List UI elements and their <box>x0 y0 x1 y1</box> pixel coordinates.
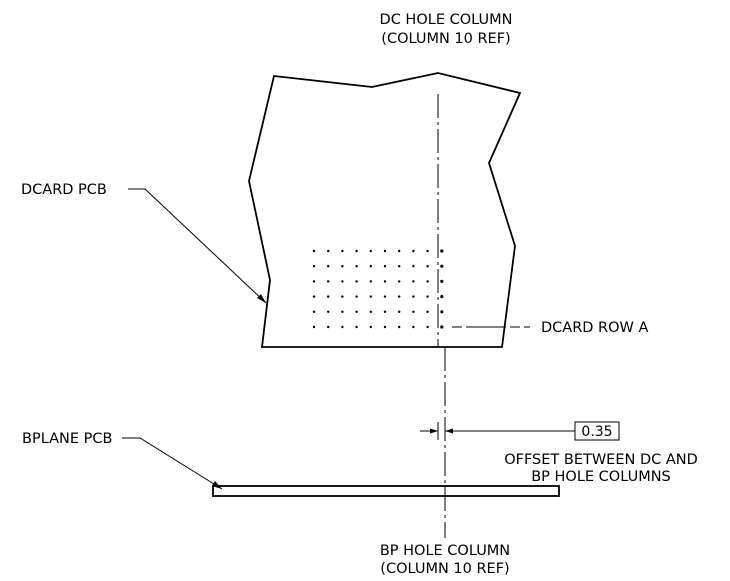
dcard-pcb-outline <box>248 72 522 348</box>
dcard-hole <box>412 265 415 268</box>
dcard-hole <box>312 280 316 283</box>
dc-hole-column-ref-label: (COLUMN 10 REF) <box>381 31 510 47</box>
dcard-hole <box>327 325 330 329</box>
dcard-hole <box>412 310 415 313</box>
dcard-hole <box>412 325 415 329</box>
bplane-pcb-label: BPLANE PCB <box>22 431 112 447</box>
offset-dimension <box>420 422 575 440</box>
bplane-pcb-leader <box>122 437 223 490</box>
dcard-hole <box>341 249 344 253</box>
dcard-row-a-label: DCARD ROW A <box>541 320 648 336</box>
dcard-hole <box>412 280 415 283</box>
dc-hole-column-label: DC HOLE COLUMN <box>380 12 513 28</box>
dcard-hole <box>369 325 372 329</box>
dcard-hole <box>398 280 401 283</box>
offset-description-line1: OFFSET BETWEEN DC AND <box>504 452 698 468</box>
dcard-hole <box>327 310 330 313</box>
dcard-hole <box>426 280 429 283</box>
dcard-hole <box>398 249 401 253</box>
dcard-hole <box>355 280 358 283</box>
dcard-hole <box>398 325 401 329</box>
dcard-hole <box>412 249 415 253</box>
dcard-hole <box>383 310 387 313</box>
dcard-hole-grid <box>312 249 444 329</box>
dcard-hole <box>426 295 429 298</box>
bplane-pcb-leader-arrowhead <box>212 481 222 489</box>
dcard-hole <box>440 295 444 299</box>
dcard-hole <box>383 325 387 329</box>
bplane-pcb-outline <box>212 485 560 497</box>
dcard-hole <box>383 295 387 298</box>
dcard-hole <box>341 310 344 313</box>
dcard-hole <box>440 264 444 268</box>
dcard-hole <box>426 249 429 253</box>
dcard-hole <box>383 280 387 283</box>
dcard-hole <box>312 325 316 329</box>
dcard-hole <box>383 265 387 268</box>
offset-value: 0.35 <box>581 424 612 440</box>
dcard-hole <box>312 295 316 298</box>
dcard-hole <box>426 265 429 268</box>
dcard-hole <box>369 265 372 268</box>
dcard-hole <box>369 280 372 283</box>
dcard-hole <box>355 310 358 313</box>
dcard-hole <box>355 249 358 253</box>
bp-hole-column-label: BP HOLE COLUMN <box>380 543 510 559</box>
dcard-hole <box>312 249 316 253</box>
dcard-hole <box>412 295 415 298</box>
dcard-hole <box>398 310 401 313</box>
dcard-pcb-leader-arrowhead <box>257 294 266 303</box>
offset-description-line2: BP HOLE COLUMNS <box>531 469 671 485</box>
dcard-hole <box>327 249 330 253</box>
dcard-hole <box>369 249 372 253</box>
dcard-pcb-leader <box>128 188 267 304</box>
dcard-hole <box>327 295 330 298</box>
dcard-hole <box>341 295 344 298</box>
dcard-hole <box>341 265 344 268</box>
dcard-hole <box>312 265 316 268</box>
dcard-hole <box>341 325 344 329</box>
dcard-hole <box>312 310 316 313</box>
dcard-hole <box>426 325 429 329</box>
dcard-hole <box>440 325 444 329</box>
bp-hole-column-ref-label: (COLUMN 10 REF) <box>380 561 509 577</box>
dcard-hole <box>440 249 444 253</box>
dcard-hole <box>355 325 358 329</box>
dcard-hole <box>355 265 358 268</box>
dcard-hole <box>440 310 444 314</box>
dcard-pcb-label: DCARD PCB <box>21 182 107 198</box>
dcard-hole <box>369 310 372 313</box>
dcard-hole <box>383 249 387 253</box>
dcard-hole <box>369 295 372 298</box>
dcard-hole <box>341 280 344 283</box>
dcard-hole <box>398 265 401 268</box>
dcard-hole <box>398 295 401 298</box>
dcard-hole <box>327 280 330 283</box>
dcard-hole <box>355 295 358 298</box>
dcard-hole <box>426 310 429 313</box>
offset-value-box <box>574 421 620 441</box>
dcard-hole <box>440 279 444 283</box>
dcard-hole <box>327 265 330 268</box>
